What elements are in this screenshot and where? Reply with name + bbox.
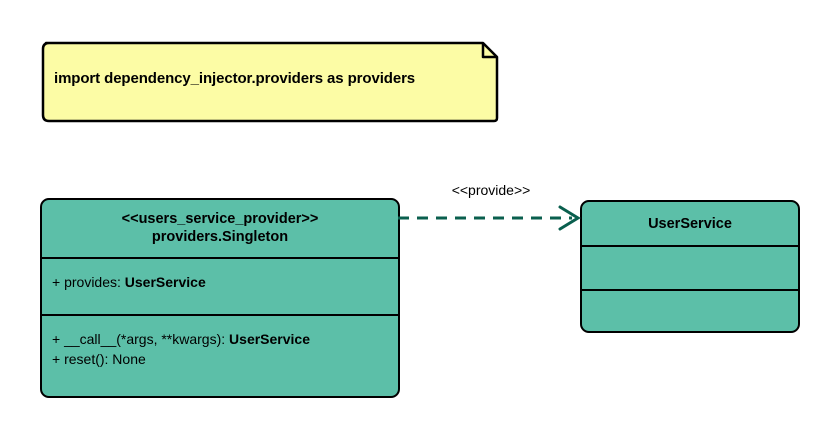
method-row: + reset(): None (52, 349, 398, 369)
method-visibility: + (52, 351, 61, 368)
note-text: import dependency_injector.providers as … (54, 70, 416, 87)
class-box-users-service-provider[interactable]: <<users_service_provider>> providers.Sin… (40, 198, 400, 398)
attribute-label: provides: (64, 274, 125, 290)
attribute-type: UserService (124, 274, 206, 290)
method-visibility: + (52, 331, 61, 347)
class-header-provider: <<users_service_provider>> providers.Sin… (42, 200, 398, 257)
arrowhead-open-icon (558, 205, 581, 231)
dependency-edge-provide: <<provide>> (398, 182, 584, 234)
import-note: import dependency_injector.providers as … (40, 40, 500, 124)
method-label: reset(): None (64, 351, 146, 368)
class-stereotype: <<users_service_provider>> (121, 211, 319, 228)
method-label: __call__(*args, **kwargs): (64, 331, 230, 347)
class-methods-provider: + __call__(*args, **kwargs): UserService… (42, 314, 398, 392)
note-shape (40, 40, 500, 124)
class-name: UserService (648, 215, 732, 232)
class-box-userservice[interactable]: UserService (580, 200, 800, 333)
class-attributes-provider: + provides: UserService (42, 257, 398, 314)
class-methods-userservice (582, 289, 798, 330)
class-attributes-userservice (582, 245, 798, 289)
method-row: + __call__(*args, **kwargs): UserService (52, 329, 398, 349)
method-type: UserService (229, 331, 310, 347)
class-name: providers.Singleton (151, 229, 289, 245)
attribute-visibility: + (52, 274, 61, 290)
attribute-row: + provides: UserService (52, 272, 398, 292)
dependency-label: <<provide>> (451, 182, 531, 198)
class-header-userservice: UserService (582, 202, 798, 245)
